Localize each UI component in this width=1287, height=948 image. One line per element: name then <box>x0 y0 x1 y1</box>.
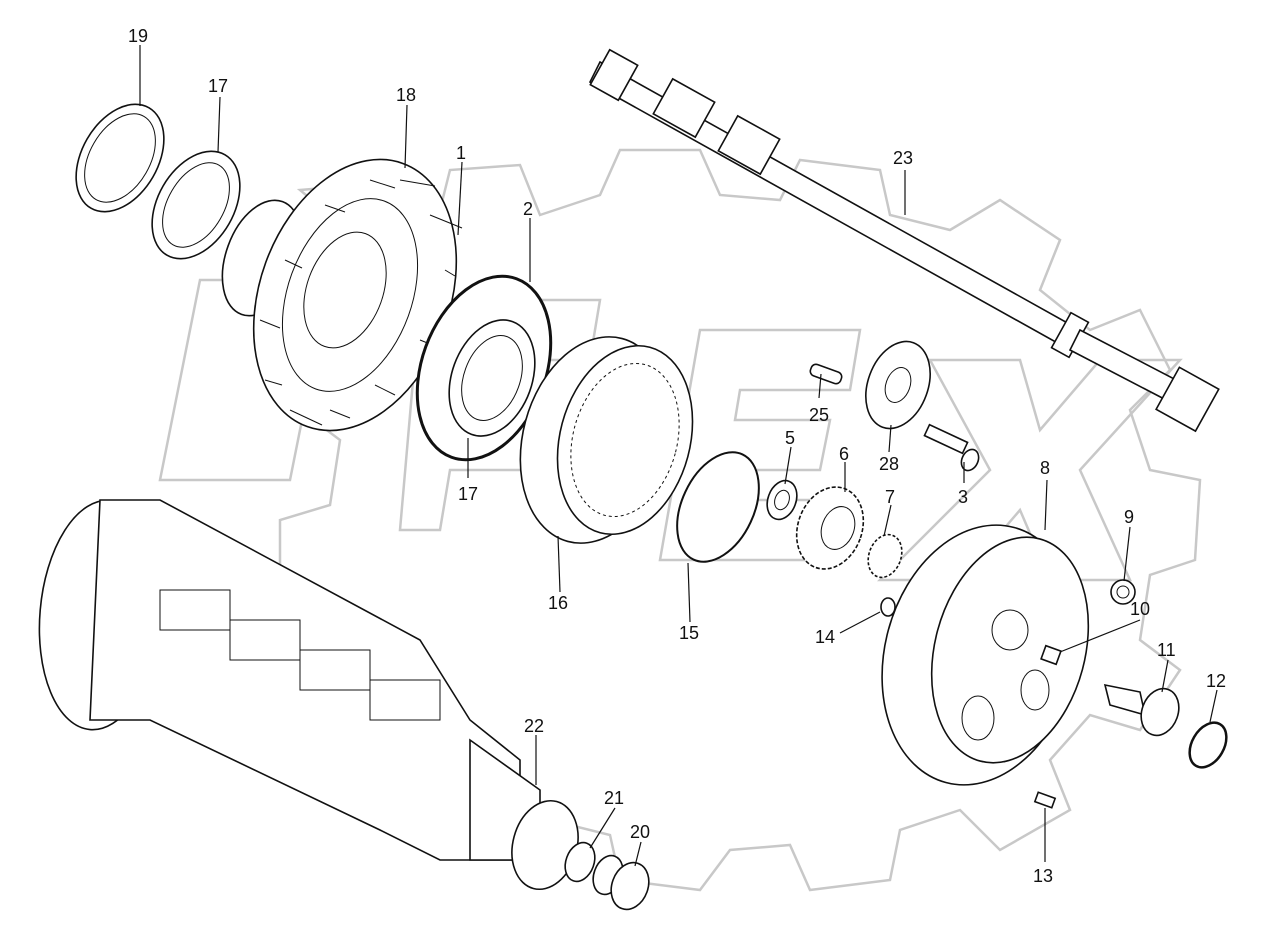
part-9-nut <box>1110 579 1136 605</box>
callout-25: 25 <box>809 405 829 425</box>
callout-12: 12 <box>1206 671 1226 691</box>
part-25-pin <box>809 363 843 385</box>
callout-23: 23 <box>893 148 913 168</box>
part-18-hub <box>221 158 463 432</box>
callout-10: 10 <box>1130 599 1150 619</box>
callout-28: 28 <box>879 454 899 474</box>
part-16-ring-gear <box>519 336 694 544</box>
callout-5: 5 <box>785 428 795 448</box>
part-5-washer <box>766 479 798 521</box>
callout-21: 21 <box>604 788 624 808</box>
part-23-axle-shaft <box>588 48 1220 433</box>
part-12-o-ring <box>1188 721 1228 769</box>
callout-11: 11 <box>1157 640 1176 660</box>
callout-9: 9 <box>1124 507 1134 527</box>
callout-15: 15 <box>679 623 699 643</box>
callout-1: 1 <box>456 143 466 163</box>
callout-3: 3 <box>958 487 968 507</box>
part-8-cover <box>881 524 1090 786</box>
part-17-bearing-lower <box>448 319 536 437</box>
callout-17-lower: 17 <box>458 484 478 504</box>
part-22-axle-housing <box>38 499 579 891</box>
part-13-screw <box>1033 791 1057 809</box>
part-6-planet-gear <box>795 486 865 570</box>
callout-2: 2 <box>523 199 533 219</box>
callout-19: 19 <box>128 26 148 46</box>
callout-7: 7 <box>885 487 895 507</box>
callout-18: 18 <box>396 85 416 105</box>
part-14-washer <box>880 597 896 617</box>
callout-16: 16 <box>548 593 568 613</box>
part-3-bolt <box>923 423 980 472</box>
part-10-plug <box>1040 644 1062 666</box>
callout-8: 8 <box>1040 458 1050 478</box>
part-20-ring <box>610 861 650 911</box>
part-21-rings <box>564 841 624 896</box>
callout-17-upper: 17 <box>208 76 228 96</box>
part-15-snap-ring <box>676 451 760 563</box>
part-28-plate <box>865 340 931 430</box>
part-19-seal <box>75 103 165 213</box>
callout-22: 22 <box>524 716 544 736</box>
leader-lines <box>139 45 1218 867</box>
callouts: 19 17 18 1 2 23 17 25 28 3 5 6 7 8 9 10 … <box>128 26 1226 886</box>
callout-13: 13 <box>1033 866 1053 886</box>
callout-14: 14 <box>815 627 835 647</box>
part-7-small-gear <box>867 533 903 579</box>
part-17-seal-upper <box>151 150 241 260</box>
callout-20: 20 <box>630 822 650 842</box>
part-11-cap <box>1103 683 1180 737</box>
callout-6: 6 <box>839 444 849 464</box>
